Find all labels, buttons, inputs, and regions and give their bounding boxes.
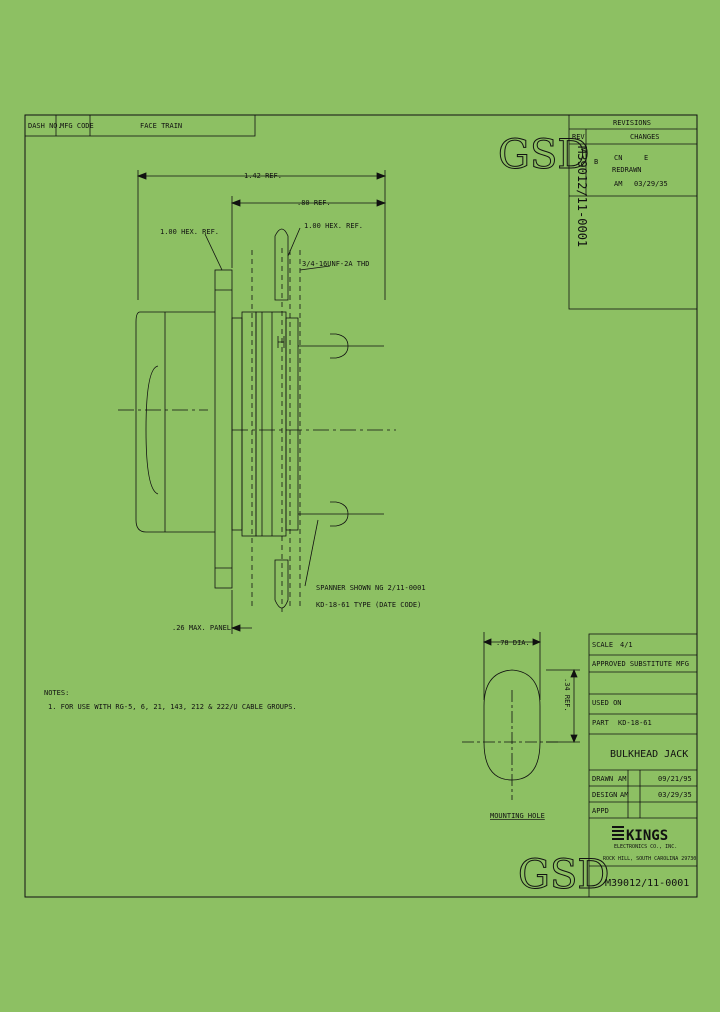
notes-title: NOTES: [44,689,69,697]
tb-company-sub: ELECTRONICS CO., INC. [614,844,677,850]
revisions-line3-date: 03/29/35 [634,180,668,188]
tb-design-label: DESIGN [592,791,617,799]
company-logo-mark [612,826,624,840]
tb-scale-label: SCALE [592,641,613,649]
tb-appd-label: APPD [592,807,609,815]
header-dash-label: DASH NO. [28,122,62,130]
tb-used-on: USED ON [592,699,622,707]
mounting-hole-height: .34 REF. [563,678,571,712]
dim-body: .80 REF. [297,199,331,207]
connector-drawing [118,170,396,634]
header-description: FACE TRAIN [140,122,182,130]
revisions-col-rev: REV [572,133,585,141]
sheet-border [24,114,698,898]
dim-thread: 3/4-16UNF-2A THD [302,260,369,268]
revisions-box [568,114,698,310]
tb-part-no: M39012/11-0001 [605,878,689,889]
mounting-hole-width: .78 DIA. [496,639,530,647]
tb-address: ROCK HILL, SOUTH CAROLINA 29730 [603,856,696,862]
tb-drawn-label: DRAWN [592,775,613,783]
tb-approved: APPROVED SUBSTITUTE MFG [592,660,689,668]
revisions-line1b: E [644,154,648,162]
revisions-line3: AM [614,180,622,188]
notes-line1: 1. FOR USE WITH RG-5, 6, 21, 143, 212 & … [48,703,297,711]
logo-top: GSD [498,132,589,178]
revisions-col-changes: CHANGES [630,133,660,141]
mounting-hole-view [462,632,580,800]
mounting-hole-label: MOUNTING HOLE [490,812,545,820]
tb-design-date: 03/29/35 [658,791,692,799]
tb-title: BULKHEAD JACK [610,749,688,760]
header-mfg-code: MFG CODE [60,122,94,130]
callout-line1: SPANNER SHOWN NG 2/11-0001 [316,584,426,592]
dim-hex-left: 1.00 HEX. REF. [160,228,219,236]
tb-company: KINGS [626,828,668,844]
tb-drawn-by: AM [618,775,626,783]
dim-panel: .26 MAX. PANEL [172,624,231,632]
tb-drawn-date: 09/21/95 [658,775,692,783]
title-block [588,633,698,898]
revisions-title: REVISIONS [613,119,651,127]
revisions-rev: B [594,158,598,166]
callout-line2: KD-18-61 TYPE (DATE CODE) [316,601,421,609]
tb-design-by: AM [620,791,628,799]
tb-part-label: PART [592,719,610,727]
dim-hex-right: 1.00 HEX. REF. [304,222,363,230]
header-strip [24,114,256,137]
revisions-line2: REDRAWN [612,166,642,174]
vertical-part-number: M39012/11-0001 [575,146,589,247]
tb-part-value: KD-18-61 [618,719,652,727]
tb-scale-value: 4/1 [620,641,633,649]
dim-overall: 1.42 REF. [244,172,282,180]
logo-bottom: GSD [518,852,609,898]
revisions-line1: CN [614,154,622,162]
